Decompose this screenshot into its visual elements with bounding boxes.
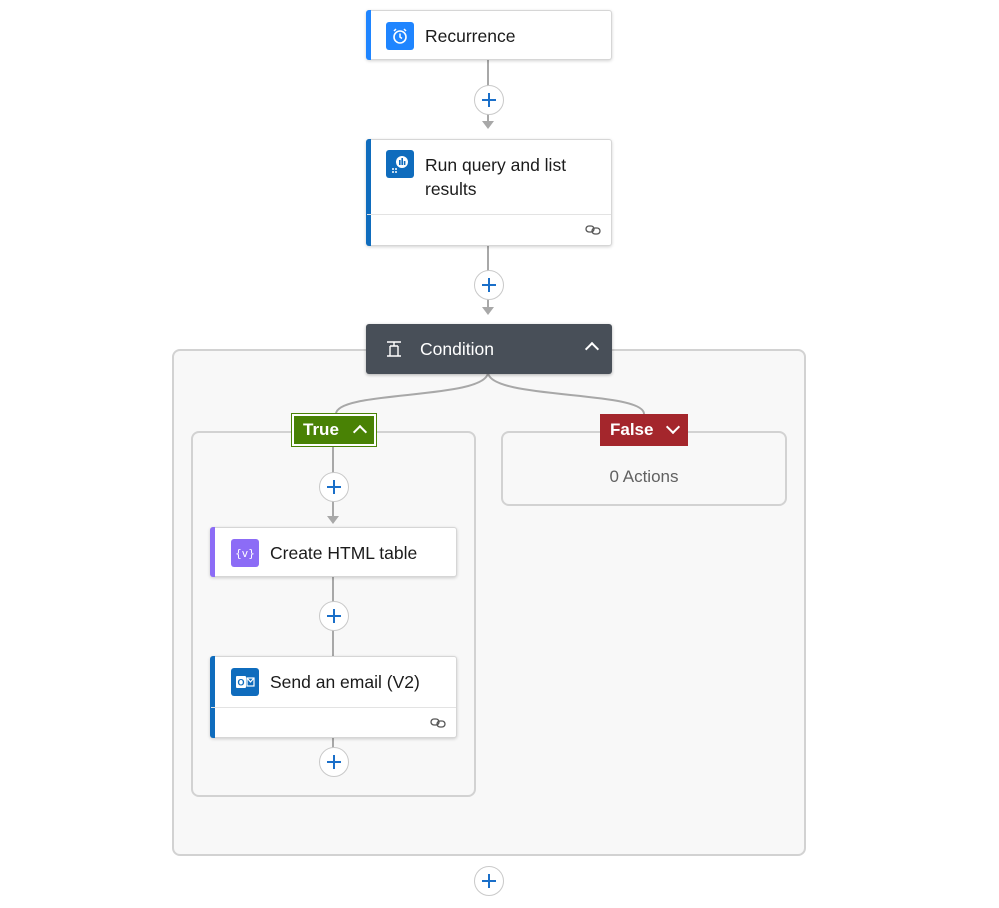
add-action-button[interactable] bbox=[474, 866, 504, 896]
alarm-clock-icon bbox=[386, 22, 414, 50]
card-accent bbox=[366, 139, 371, 246]
recurrence-trigger-card[interactable]: Recurrence bbox=[366, 10, 612, 60]
card-accent bbox=[210, 527, 215, 577]
add-action-button[interactable] bbox=[319, 747, 349, 777]
add-action-button[interactable] bbox=[474, 85, 504, 115]
chevron-up-icon[interactable] bbox=[352, 424, 368, 440]
add-action-button[interactable] bbox=[319, 472, 349, 502]
condition-title: Condition bbox=[420, 339, 494, 359]
outlook-icon: O bbox=[231, 668, 259, 696]
card-title: Send an email (V2) bbox=[270, 672, 420, 692]
condition-header[interactable]: Condition bbox=[366, 324, 612, 374]
false-branch-label: False bbox=[610, 420, 654, 439]
run-query-action-card[interactable]: Run query and list results bbox=[366, 139, 612, 246]
chevron-up-icon[interactable] bbox=[584, 341, 600, 357]
chevron-down-icon[interactable] bbox=[665, 419, 681, 435]
branch-connectors bbox=[335, 371, 645, 415]
add-action-button[interactable] bbox=[474, 270, 504, 300]
data-operations-icon: {v} bbox=[231, 539, 259, 567]
card-title-line: Run query and list bbox=[425, 155, 567, 175]
card-accent bbox=[210, 656, 215, 738]
create-html-table-card[interactable]: {v} Create HTML table bbox=[210, 527, 457, 577]
arrow-icon bbox=[327, 516, 339, 524]
card-title: Create HTML table bbox=[270, 543, 418, 563]
true-branch-header[interactable]: True bbox=[291, 413, 377, 447]
svg-text:O: O bbox=[237, 678, 244, 688]
log-analytics-icon bbox=[386, 150, 414, 178]
arrow-icon bbox=[482, 307, 494, 315]
send-email-card[interactable]: O Send an email (V2) bbox=[210, 656, 457, 738]
condition-icon bbox=[387, 341, 401, 357]
card-title: Run query and list results bbox=[425, 153, 566, 201]
card-title-line: results bbox=[425, 179, 477, 199]
link-icon[interactable] bbox=[585, 224, 601, 236]
connector-line bbox=[332, 737, 334, 749]
arrow-icon bbox=[482, 121, 494, 129]
card-footer bbox=[211, 707, 456, 739]
card-footer bbox=[367, 214, 611, 247]
link-icon[interactable] bbox=[430, 717, 446, 729]
false-branch-header[interactable]: False bbox=[600, 414, 688, 446]
true-branch-label: True bbox=[303, 420, 339, 439]
add-action-button[interactable] bbox=[319, 601, 349, 631]
false-branch-empty-text: 0 Actions bbox=[609, 467, 679, 486]
card-accent bbox=[366, 10, 371, 60]
card-title: Recurrence bbox=[425, 26, 516, 46]
